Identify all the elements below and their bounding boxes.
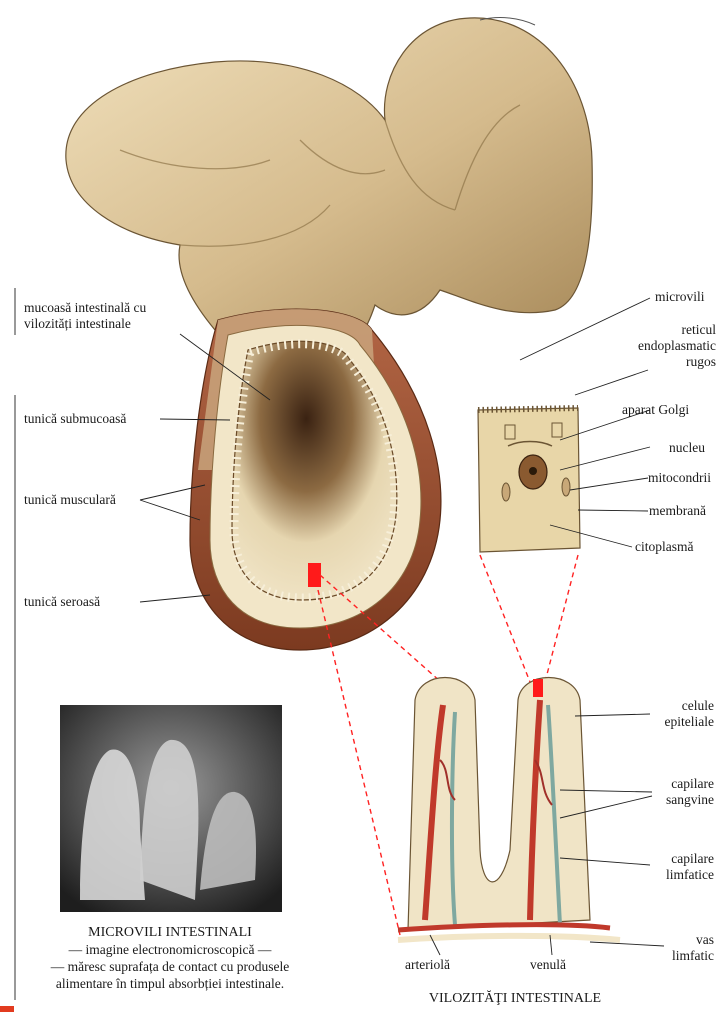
- page-corner-mark: [0, 1006, 14, 1012]
- zoom-guide-lines: [317, 554, 579, 936]
- leader-mitocondrii: [569, 477, 649, 491]
- villus-highlight-marker: [308, 563, 321, 587]
- villi-illustration: [397, 677, 621, 943]
- cell-golgi: [507, 440, 553, 447]
- label-mucosa-line2: vilozități intestinale: [24, 316, 131, 331]
- label-mucosa-line1: mucoasă intestinală cu: [24, 300, 147, 315]
- zoom-line-2: [319, 574, 451, 691]
- label-capilare-limfatice: capilare limfatice: [600, 851, 714, 883]
- caption-microvili-line1: — imagine electronomicroscopică —: [68, 942, 272, 957]
- enterocyte-cell: [477, 405, 581, 553]
- sem-villus-1: [80, 749, 145, 900]
- label-muscularis: tunică musculară: [24, 492, 116, 507]
- cell-rer-1: [504, 424, 516, 440]
- label-mucosa: mucoasă intestinală cu vilozități intest…: [24, 300, 146, 332]
- caption-microvili-line3: alimentare în timpul absorbției intestin…: [55, 976, 285, 991]
- cell-microvilli-border: [477, 405, 579, 413]
- zoom-line-3: [479, 554, 531, 683]
- villi-capillary-network: [439, 759, 553, 806]
- label-membrana: membrană: [649, 503, 706, 518]
- caption-microvili-title: MICROVILI INTESTINALI: [88, 925, 252, 940]
- leader-muscularis-1: [139, 484, 206, 501]
- leader-vas: [589, 941, 665, 947]
- label-arteriola: arteriolă: [405, 957, 450, 972]
- caption-villi: VILOZITĂŢI INTESTINALE: [428, 991, 602, 1006]
- leader-nucleu: [559, 446, 651, 471]
- cell-rer-2: [551, 422, 563, 438]
- leader-submucosa: [159, 418, 231, 421]
- label-golgi: aparat Golgi: [622, 402, 690, 417]
- leader-venula: [549, 934, 553, 956]
- intestine-outer-surface: [65, 17, 593, 336]
- leader-celule: [574, 713, 651, 717]
- leader-citoplasma: [549, 524, 633, 548]
- villi-leader-lines: [429, 713, 665, 956]
- leader-limfatice: [559, 857, 651, 866]
- villus-tip-marker: [533, 679, 543, 697]
- villi-ring: [229, 339, 400, 603]
- caption-microvili-line2: — măresc suprafața de contact cu produse…: [50, 959, 290, 974]
- leader-arteriola: [429, 934, 441, 956]
- label-citoplasma: citoplasmă: [635, 539, 694, 554]
- label-venula: venulă: [530, 957, 566, 972]
- sem-villus-3: [200, 791, 256, 890]
- label-reticul-line2: endoplasmatic: [638, 338, 716, 353]
- intestine-mesentery-thread: [479, 17, 536, 26]
- label-vas-limfatic: vas limfatic: [600, 932, 714, 964]
- label-reticul-line3: rugos: [686, 354, 716, 369]
- intestine-folds: [119, 104, 521, 247]
- villi-arterioles: [422, 699, 543, 921]
- label-submucosa: tunică submucoasă: [24, 411, 127, 426]
- sem-micrograph: [60, 705, 282, 912]
- sem-villus-2: [140, 739, 199, 900]
- base-lymph-vessel: [397, 932, 621, 943]
- intestine-cross-section: [189, 308, 442, 651]
- caption-microvili: MICROVILI INTESTINALI — imagine electron…: [20, 924, 320, 992]
- cell-nucleolus: [529, 467, 537, 475]
- label-sangvine-line1: capilare: [671, 776, 714, 791]
- label-reticul: reticul endoplasmatic rugos: [600, 322, 716, 370]
- label-serosa: tunică seroasă: [24, 594, 101, 609]
- cell-mitochondrion-2: [561, 477, 571, 497]
- label-capilare-sangvine: capilare sangvine: [600, 776, 714, 808]
- label-nucleu: nucleu: [669, 440, 705, 455]
- label-celule-line1: celule: [681, 698, 714, 713]
- leader-golgi: [559, 409, 651, 441]
- label-celule-line2: epiteliale: [664, 714, 714, 729]
- leader-mucosa: [179, 333, 271, 401]
- leader-reticul: [574, 369, 649, 396]
- leader-membrana: [577, 509, 649, 512]
- label-reticul-line1: reticul: [681, 322, 716, 337]
- label-vas-line1: vas: [696, 932, 714, 947]
- label-limfatice-line2: limfatice: [666, 867, 714, 882]
- label-limfatice-line1: capilare: [671, 851, 714, 866]
- leader-muscularis-2: [139, 499, 201, 521]
- villi-lymph-capillaries: [449, 704, 562, 926]
- left-leader-lines: [139, 333, 271, 603]
- label-vas-line2: limfatic: [672, 948, 714, 963]
- small-intestine-loops: [65, 17, 593, 336]
- leader-sangvine-2: [559, 795, 653, 819]
- base-arteriole: [397, 922, 611, 933]
- cell-mitochondrion-1: [501, 482, 511, 502]
- intestinal-lumen: [231, 340, 398, 601]
- leader-microvili: [519, 297, 651, 361]
- label-microvili: microvili: [655, 289, 705, 304]
- cell-leader-lines: [519, 297, 651, 548]
- label-sangvine-line2: sangvine: [666, 792, 714, 807]
- leader-sangvine-1: [559, 789, 653, 793]
- zoom-line-4: [544, 554, 579, 683]
- label-mitocondrii: mitocondrii: [648, 470, 711, 485]
- leader-serosa: [139, 594, 211, 603]
- label-celule: celule epiteliale: [600, 698, 714, 730]
